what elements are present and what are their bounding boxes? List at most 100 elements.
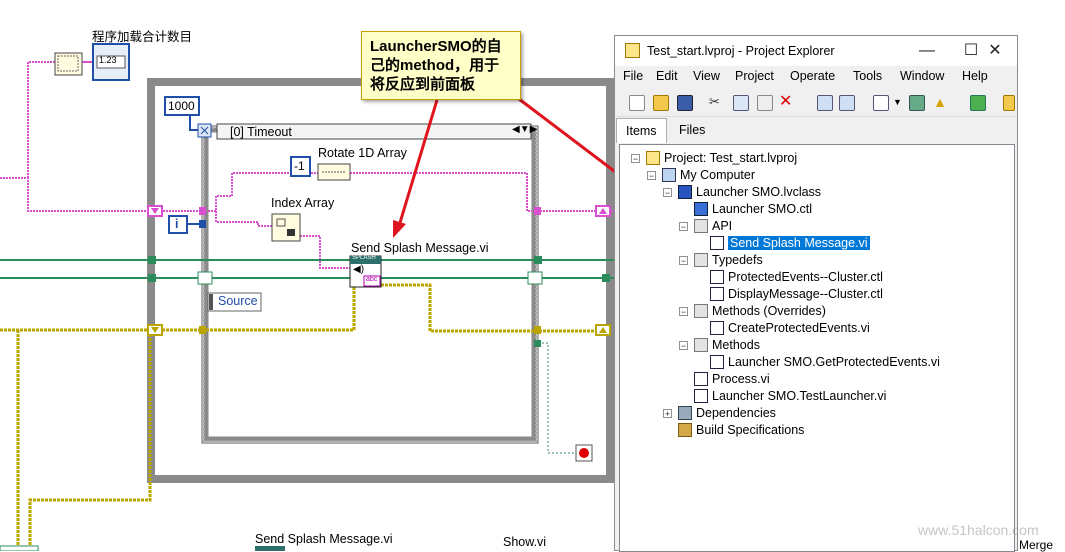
indicator-label: 程序加载合计数目	[92, 30, 193, 44]
source-label: Source	[218, 294, 258, 308]
rotate-constant[interactable]: -1	[294, 159, 305, 173]
tree-item-process[interactable]: Process.vi	[694, 371, 770, 387]
timeout-constant[interactable]: 1000	[168, 99, 195, 113]
rotate-label: Rotate 1D Array	[318, 146, 407, 160]
case-selector	[216, 123, 532, 140]
deploy-icon[interactable]	[839, 95, 855, 111]
project-icon	[646, 151, 660, 165]
close-button[interactable]: ✕	[988, 42, 1002, 59]
extra-icon[interactable]	[1003, 95, 1015, 111]
tree-item-build-specs[interactable]: Build Specifications	[678, 422, 804, 438]
menu-tools[interactable]: Tools	[853, 69, 883, 83]
index-array-node	[271, 213, 301, 242]
labview-project-icon	[625, 43, 640, 58]
save-all-icon[interactable]	[677, 95, 693, 111]
settings-icon[interactable]	[909, 95, 925, 111]
expand-dependencies[interactable]: +	[663, 409, 672, 419]
numeric-value: 1.23	[99, 55, 117, 65]
expand-project[interactable]: −	[631, 154, 640, 164]
new-icon[interactable]	[629, 95, 645, 111]
speaker-icon: ◀)	[353, 264, 365, 275]
tree-item-test-launcher[interactable]: Launcher SMO.TestLauncher.vi	[694, 388, 886, 404]
expand-lvclass[interactable]: −	[663, 188, 672, 198]
git-icon[interactable]	[970, 95, 986, 111]
tree-item-methods-folder[interactable]: Methods	[694, 337, 760, 353]
edge-label: Merge	[1019, 538, 1054, 552]
tree-item-protected-events[interactable]: ProtectedEvents--Cluster.ctl	[710, 269, 883, 285]
case-selector-label[interactable]: [0] Timeout	[230, 125, 292, 139]
wire-pink-index	[300, 235, 350, 269]
expand-api[interactable]: −	[679, 222, 688, 232]
splash-icon-text: SPLASH	[352, 255, 376, 261]
folder-icon	[694, 219, 708, 233]
tree-item-my-computer[interactable]: My Computer	[662, 167, 755, 183]
computer-icon	[662, 168, 676, 182]
bottom-send-label: Send Splash Message.vi	[255, 532, 393, 546]
title-bar: Test_start.lvproj - Project Explorer — ☐…	[615, 36, 1017, 66]
expand-my-computer[interactable]: −	[647, 171, 656, 181]
tree-item-create-protected-events[interactable]: CreateProtectedEvents.vi	[710, 320, 870, 336]
menu-help[interactable]: Help	[962, 69, 988, 83]
copy-icon[interactable]	[733, 95, 749, 111]
tree-item-api-folder[interactable]: API	[694, 218, 732, 234]
view-icon[interactable]	[873, 95, 889, 111]
delete-icon[interactable]: ✕	[779, 93, 793, 110]
wire-pink-top	[27, 61, 55, 178]
menu-project[interactable]: Project	[735, 69, 774, 83]
ctl-icon	[694, 202, 708, 216]
toolbar: ✂ ✕ ▼ ▲	[615, 89, 1017, 117]
menu-window[interactable]: Window	[900, 69, 945, 83]
dropdown-icon[interactable]: ▼	[893, 97, 902, 107]
watermark: www.51halcon.com	[918, 522, 1039, 538]
vi-icon	[710, 321, 724, 335]
source-node	[207, 292, 262, 312]
tab-items[interactable]: Items	[616, 118, 667, 143]
vi-icon	[710, 236, 724, 250]
menu-edit[interactable]: Edit	[656, 69, 678, 83]
tree-item-display-message[interactable]: DisplayMessage--Cluster.ctl	[710, 286, 883, 302]
project-explorer-window: Test_start.lvproj - Project Explorer — ☐…	[614, 35, 1018, 552]
folder-icon	[694, 253, 708, 267]
paste-icon[interactable]	[757, 95, 773, 111]
maximize-button[interactable]: ☐	[963, 42, 979, 59]
expand-methods[interactable]: −	[679, 341, 688, 351]
build-icon[interactable]	[817, 95, 833, 111]
build-icon	[678, 423, 692, 437]
project-tree: − − − − − − − + Project: Test_start.lvpr…	[619, 144, 1015, 552]
folder-icon	[694, 304, 708, 318]
bottom-show-label: Show.vi	[503, 535, 547, 549]
cut-icon[interactable]: ✂	[709, 94, 720, 109]
expand-methods-overrides[interactable]: −	[679, 307, 688, 317]
annotation-callout: LauncherSMO的自己的method，用于将反应到前面板	[361, 31, 521, 100]
minimize-button[interactable]: —	[919, 42, 935, 59]
menu-operate[interactable]: Operate	[790, 69, 836, 83]
menu-view[interactable]: View	[693, 69, 720, 83]
iteration-terminal: i	[175, 217, 179, 231]
tree-item-get-protected-events[interactable]: Launcher SMO.GetProtectedEvents.vi	[710, 354, 940, 370]
tree-item-typedefs-folder[interactable]: Typedefs	[694, 252, 763, 268]
bundle-node	[54, 52, 83, 76]
expand-typedefs[interactable]: −	[679, 256, 688, 266]
folder-icon	[694, 338, 708, 352]
menu-file[interactable]: File	[623, 69, 644, 83]
open-icon[interactable]	[653, 95, 669, 111]
menu-bar: File Edit View Project Operate Tools Win…	[615, 66, 1017, 88]
tree-item-lvclass[interactable]: Launcher SMO.lvclass	[678, 184, 821, 200]
tree-item-methods-overrides-folder[interactable]: Methods (Overrides)	[694, 303, 826, 319]
tree-item-project[interactable]: Project: Test_start.lvproj	[646, 150, 797, 166]
tree-item-dependencies[interactable]: Dependencies	[678, 405, 776, 421]
vi-icon	[694, 389, 708, 403]
index-label: Index Array	[271, 196, 335, 210]
warning-icon[interactable]: ▲	[933, 94, 947, 110]
tree-item-ctl[interactable]: Launcher SMO.ctl	[694, 201, 812, 217]
vi-icon	[710, 355, 724, 369]
vi-icon	[694, 372, 708, 386]
tree-item-send-splash[interactable]: Send Splash Message.vi	[710, 235, 870, 251]
class-icon	[678, 185, 692, 199]
case-dropdown-icon[interactable]: ◀▼▶	[512, 124, 538, 135]
ctl-icon	[710, 270, 724, 284]
tab-files[interactable]: Files	[679, 123, 706, 137]
window-title: Test_start.lvproj - Project Explorer	[647, 44, 835, 58]
tab-bar: Items Files	[615, 118, 1017, 144]
